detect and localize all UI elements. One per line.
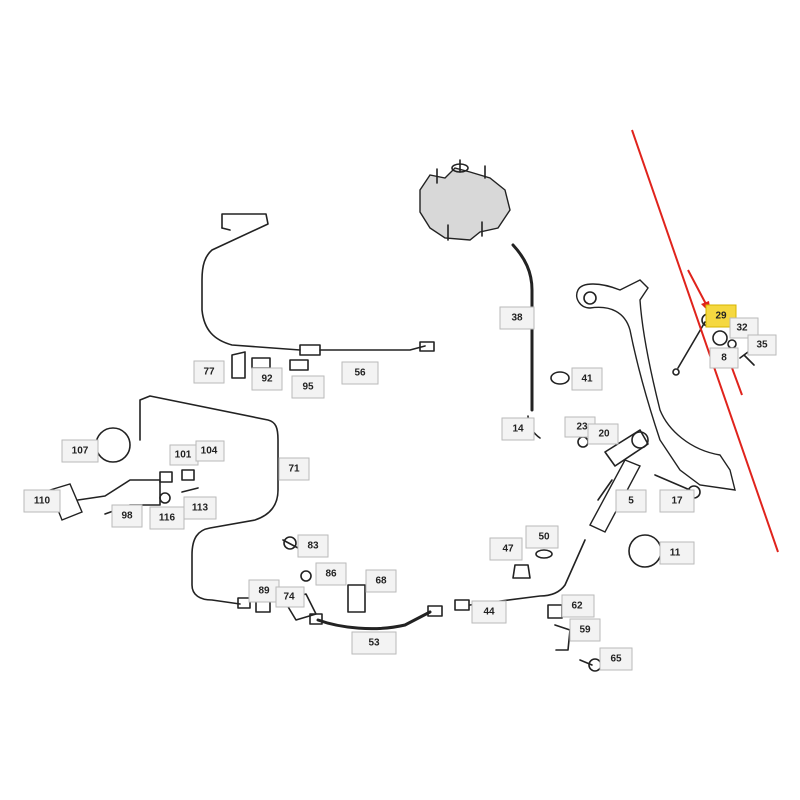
label-53-text: 53: [368, 638, 380, 649]
label-62-text: 62: [571, 601, 583, 612]
label-5-text: 5: [628, 496, 634, 507]
pedal: [576, 279, 736, 491]
label-101-text: 101: [175, 450, 192, 461]
label-35-text: 35: [756, 340, 768, 351]
label-32[interactable]: 32: [729, 317, 759, 339]
label-41[interactable]: 41: [571, 367, 603, 391]
label-77[interactable]: 77: [193, 360, 225, 384]
label-44-text: 44: [483, 607, 495, 618]
label-83[interactable]: 83: [297, 534, 329, 558]
label-95-text: 95: [302, 382, 314, 393]
label-38[interactable]: 38: [499, 306, 535, 330]
label-20[interactable]: 20: [587, 423, 619, 445]
label-104[interactable]: 104: [195, 440, 225, 462]
label-47[interactable]: 47: [489, 537, 523, 561]
label-59[interactable]: 59: [569, 618, 601, 642]
label-89-text: 89: [258, 586, 270, 597]
label-53[interactable]: 53: [351, 631, 397, 655]
label-32-text: 32: [736, 323, 748, 334]
label-104-text: 104: [201, 446, 218, 457]
label-74-text: 74: [283, 592, 295, 603]
label-86[interactable]: 86: [315, 562, 347, 586]
label-68-text: 68: [375, 576, 387, 587]
label-65[interactable]: 65: [599, 647, 633, 671]
pushrod-29: [672, 313, 755, 376]
label-116[interactable]: 116: [149, 506, 185, 530]
label-62[interactable]: 62: [561, 594, 595, 618]
label-44[interactable]: 44: [471, 600, 507, 624]
label-8-text: 8: [721, 353, 727, 364]
label-77-text: 77: [203, 367, 215, 378]
label-29-text: 29: [715, 311, 727, 322]
label-65-text: 65: [610, 654, 622, 665]
label-110-text: 110: [34, 496, 51, 507]
label-107-text: 107: [72, 446, 89, 457]
label-116-text: 116: [159, 513, 176, 524]
label-68[interactable]: 68: [365, 569, 397, 593]
label-17-text: 17: [671, 496, 683, 507]
label-107[interactable]: 107: [61, 439, 99, 463]
label-113[interactable]: 113: [183, 496, 217, 520]
label-59-text: 59: [579, 625, 591, 636]
label-47-text: 47: [502, 544, 514, 555]
part-labels: 29 32 35 8 38 41 14 23 20 5 17 11 56 77 …: [23, 304, 777, 671]
label-74[interactable]: 74: [275, 586, 305, 608]
master-cylinder: [589, 429, 649, 533]
arrow-long-line: [631, 129, 779, 553]
label-98-text: 98: [121, 511, 133, 522]
pipe-71: [139, 395, 279, 609]
label-56-text: 56: [354, 368, 366, 379]
label-50-text: 50: [538, 532, 550, 543]
arrow-upper: [687, 269, 708, 307]
label-14-text: 14: [512, 424, 524, 435]
label-98[interactable]: 98: [111, 504, 143, 528]
label-11-text: 11: [670, 548, 681, 559]
label-35[interactable]: 35: [747, 334, 777, 356]
label-95[interactable]: 95: [291, 375, 325, 399]
label-113-text: 113: [192, 503, 209, 514]
lower-pipe-44: [454, 539, 586, 611]
label-92[interactable]: 92: [251, 367, 283, 391]
label-56[interactable]: 56: [341, 361, 379, 385]
label-14[interactable]: 14: [501, 417, 535, 441]
label-71[interactable]: 71: [278, 457, 310, 481]
label-92-text: 92: [261, 374, 273, 385]
label-50[interactable]: 50: [525, 525, 559, 549]
label-86-text: 86: [325, 569, 337, 580]
hose-53: [309, 605, 443, 631]
upper-pipe: [201, 213, 435, 356]
label-11[interactable]: 11: [659, 541, 695, 565]
label-29[interactable]: 29: [705, 304, 737, 328]
label-23-text: 23: [576, 422, 588, 433]
label-101[interactable]: 101: [169, 444, 199, 466]
label-89[interactable]: 89: [248, 579, 280, 603]
label-110[interactable]: 110: [23, 489, 61, 513]
label-20-text: 20: [598, 429, 610, 440]
label-8[interactable]: 8: [709, 347, 739, 369]
label-71-text: 71: [288, 464, 300, 475]
label-17[interactable]: 17: [659, 489, 695, 513]
label-38-text: 38: [511, 313, 523, 324]
reservoir-hose: [511, 243, 541, 439]
label-5[interactable]: 5: [615, 489, 647, 513]
reservoir: [419, 159, 511, 241]
label-41-text: 41: [581, 374, 593, 385]
label-83-text: 83: [307, 541, 319, 552]
